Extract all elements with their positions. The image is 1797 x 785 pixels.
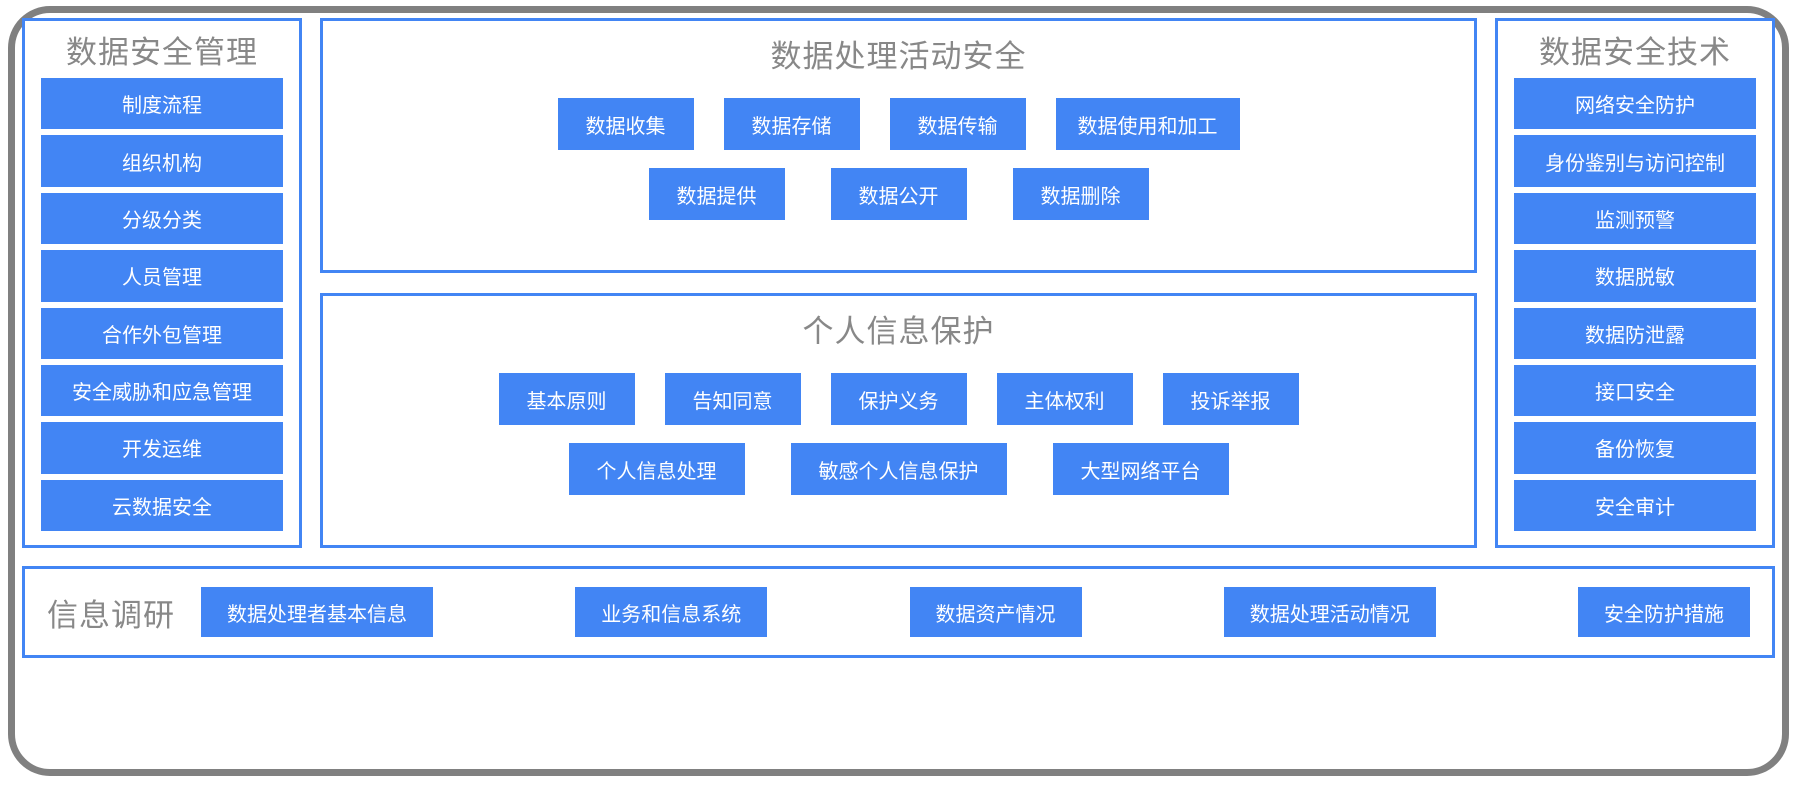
panel-title-information-survey: 信息调研 bbox=[47, 597, 175, 633]
chip-identity-authentication-access-control[interactable]: 身份鉴别与访问控制 bbox=[1514, 135, 1756, 187]
chip-security-protection-measures[interactable]: 安全防护措施 bbox=[1578, 587, 1750, 637]
panel-title-personal-information-protection: 个人信息保护 bbox=[802, 314, 995, 349]
chip-data-deletion[interactable]: 数据删除 bbox=[1012, 168, 1149, 220]
chip-devops[interactable]: 开发运维 bbox=[41, 422, 283, 474]
panel-title-data-processing-activity-security: 数据处理活动安全 bbox=[770, 39, 1027, 74]
chip-sensitive-personal-info-protection[interactable]: 敏感个人信息保护 bbox=[790, 443, 1007, 495]
chip-data-processing-activity-status[interactable]: 数据处理活动情况 bbox=[1223, 587, 1436, 637]
chip-cloud-data-security[interactable]: 云数据安全 bbox=[41, 479, 283, 531]
chip-security-audit[interactable]: 安全审计 bbox=[1514, 479, 1756, 531]
chip-threat-emergency-management[interactable]: 安全威胁和应急管理 bbox=[41, 364, 283, 417]
data-security-management-list: 制度流程 组织机构 分级分类 人员管理 合作外包管理 安全威胁和应急管理 开发运… bbox=[41, 78, 283, 531]
upper-area: 数据安全管理 制度流程 组织机构 分级分类 人员管理 合作外包管理 安全威胁和应… bbox=[22, 18, 1775, 548]
data-processing-activity-rows: 数据收集 数据存储 数据传输 数据使用和加工 数据提供 数据公开 数据删除 bbox=[349, 72, 1448, 252]
chip-data-provision[interactable]: 数据提供 bbox=[648, 168, 785, 220]
chip-outsourcing-management[interactable]: 合作外包管理 bbox=[41, 307, 283, 359]
panel-title-data-security-management: 数据安全管理 bbox=[66, 35, 258, 70]
chip-interface-security[interactable]: 接口安全 bbox=[1514, 364, 1756, 417]
information-survey-list: 数据处理者基本信息 业务和信息系统 数据资产情况 数据处理活动情况 安全防护措施 bbox=[201, 587, 1750, 637]
chip-classification[interactable]: 分级分类 bbox=[41, 192, 283, 245]
middle-column: 数据处理活动安全 数据收集 数据存储 数据传输 数据使用和加工 数据提供 数据公… bbox=[320, 18, 1477, 548]
panel-data-processing-activity-security: 数据处理活动安全 数据收集 数据存储 数据传输 数据使用和加工 数据提供 数据公… bbox=[320, 18, 1477, 273]
chip-data-asset-status[interactable]: 数据资产情况 bbox=[909, 587, 1082, 637]
chip-network-security-protection[interactable]: 网络安全防护 bbox=[1514, 78, 1756, 130]
chip-notification-consent[interactable]: 告知同意 bbox=[664, 373, 801, 425]
data-security-technology-list: 网络安全防护 身份鉴别与访问控制 监测预警 数据脱敏 数据防泄露 接口安全 备份… bbox=[1514, 78, 1756, 531]
chip-subject-rights[interactable]: 主体权利 bbox=[996, 373, 1133, 425]
chip-data-disclosure[interactable]: 数据公开 bbox=[830, 168, 967, 220]
data-processing-row-1: 数据收集 数据存储 数据传输 数据使用和加工 bbox=[349, 98, 1448, 150]
chip-data-storage[interactable]: 数据存储 bbox=[723, 98, 860, 150]
chip-data-use-and-processing[interactable]: 数据使用和加工 bbox=[1055, 98, 1240, 150]
chip-complaints-reporting[interactable]: 投诉举报 bbox=[1162, 373, 1299, 425]
personal-information-rows: 基本原则 告知同意 保护义务 主体权利 投诉举报 个人信息处理 敏感个人信息保护… bbox=[349, 347, 1448, 527]
chip-basic-principles[interactable]: 基本原则 bbox=[498, 373, 635, 425]
chip-business-and-information-systems[interactable]: 业务和信息系统 bbox=[575, 587, 768, 637]
chip-protection-obligations[interactable]: 保护义务 bbox=[830, 373, 967, 425]
panel-data-security-technology: 数据安全技术 网络安全防护 身份鉴别与访问控制 监测预警 数据脱敏 数据防泄露 … bbox=[1495, 18, 1775, 548]
chip-system-process[interactable]: 制度流程 bbox=[41, 78, 283, 130]
panel-data-security-management: 数据安全管理 制度流程 组织机构 分级分类 人员管理 合作外包管理 安全威胁和应… bbox=[22, 18, 302, 548]
chip-data-processor-basic-info[interactable]: 数据处理者基本信息 bbox=[201, 587, 433, 637]
personal-info-row-1: 基本原则 告知同意 保护义务 主体权利 投诉举报 bbox=[349, 373, 1448, 425]
panel-information-survey: 信息调研 数据处理者基本信息 业务和信息系统 数据资产情况 数据处理活动情况 安… bbox=[22, 566, 1775, 658]
chip-data-transmission[interactable]: 数据传输 bbox=[889, 98, 1026, 150]
chip-backup-recovery[interactable]: 备份恢复 bbox=[1514, 422, 1756, 474]
chip-data-collection[interactable]: 数据收集 bbox=[557, 98, 694, 150]
data-processing-row-2: 数据提供 数据公开 数据删除 bbox=[349, 168, 1448, 220]
chip-personal-info-processing[interactable]: 个人信息处理 bbox=[568, 443, 745, 495]
personal-info-row-2: 个人信息处理 敏感个人信息保护 大型网络平台 bbox=[349, 443, 1448, 495]
chip-large-network-platform[interactable]: 大型网络平台 bbox=[1052, 443, 1229, 495]
chip-data-leak-prevention[interactable]: 数据防泄露 bbox=[1514, 307, 1756, 359]
panel-personal-information-protection: 个人信息保护 基本原则 告知同意 保护义务 主体权利 投诉举报 个人信息处理 敏… bbox=[320, 293, 1477, 548]
panel-title-data-security-technology: 数据安全技术 bbox=[1539, 35, 1731, 70]
chip-data-masking[interactable]: 数据脱敏 bbox=[1514, 250, 1756, 302]
chip-organization[interactable]: 组织机构 bbox=[41, 135, 283, 187]
chip-monitoring-alert[interactable]: 监测预警 bbox=[1514, 192, 1756, 245]
chip-personnel-management[interactable]: 人员管理 bbox=[41, 250, 283, 302]
